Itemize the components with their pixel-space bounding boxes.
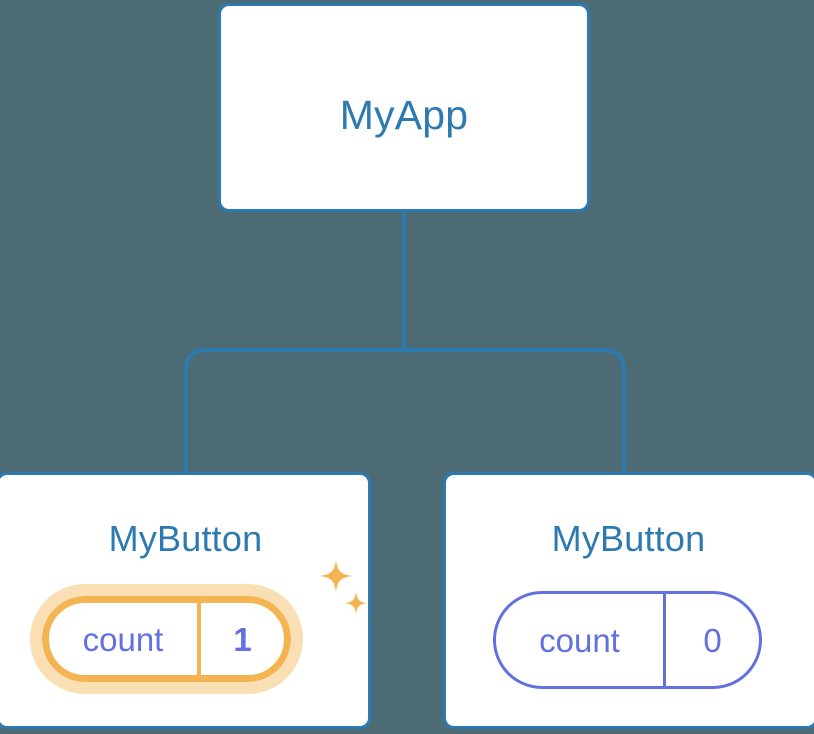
state-pill-right-body[interactable]: count 0: [493, 591, 762, 689]
state-pill-left-key: count: [49, 603, 201, 675]
connector-branch-bus: [184, 348, 626, 472]
node-myapp-title: MyApp: [339, 92, 469, 138]
state-pill-left-value: 1: [233, 620, 252, 658]
state-pill-right[interactable]: count 0: [493, 591, 762, 689]
state-pill-left-body[interactable]: count 1: [42, 596, 291, 682]
state-pill-left[interactable]: count 1: [30, 584, 303, 694]
state-pill-right-key: count: [496, 594, 666, 686]
node-myapp[interactable]: MyApp: [218, 3, 590, 212]
node-mybutton-left-title: MyButton: [108, 518, 263, 559]
node-mybutton-right[interactable]: MyButton: [443, 472, 814, 729]
node-mybutton-right-title: MyButton: [551, 518, 706, 559]
state-pill-right-value: 0: [703, 621, 722, 659]
